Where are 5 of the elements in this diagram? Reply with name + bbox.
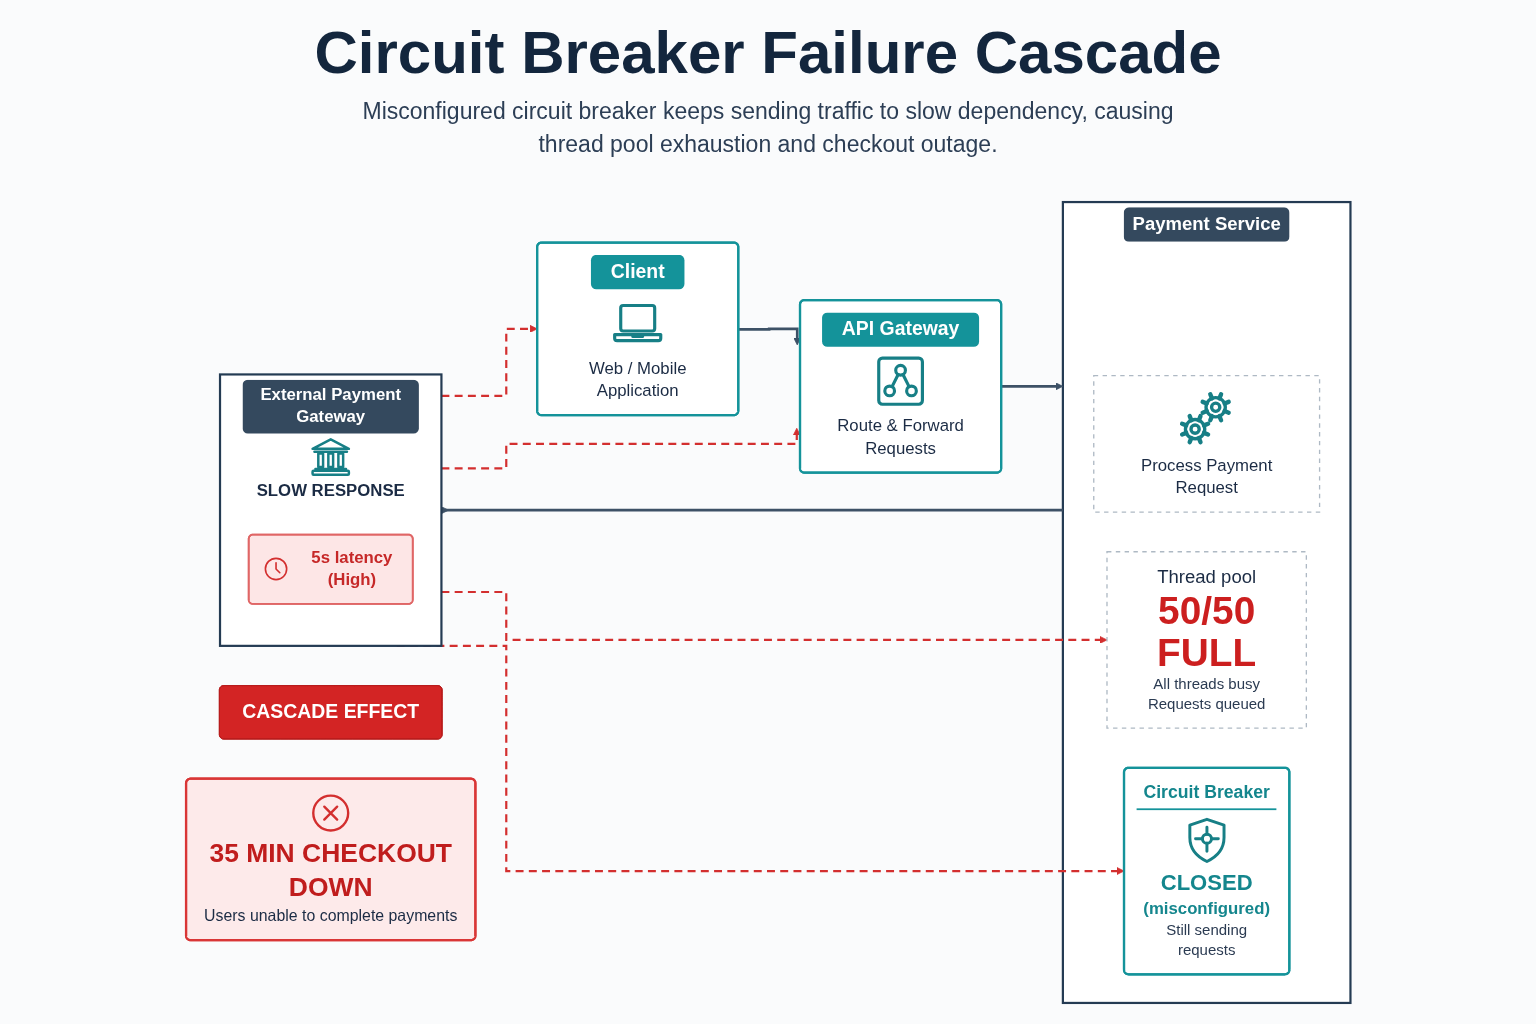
node-box: Process Payment Request <box>1092 374 1320 513</box>
subtitle-text: Misconfigured circuit breaker keeps sending traffic to slow dependency, causing thread pool exhaustion and checkout outage. <box>361 97 1175 160</box>
arrow <box>1000 382 1063 391</box>
node-box: Thread pool 50/50 FULL All threads busy Requests queued <box>1106 551 1307 729</box>
diagram-title: Circuit Breaker Failure Cascade <box>314 18 1222 87</box>
